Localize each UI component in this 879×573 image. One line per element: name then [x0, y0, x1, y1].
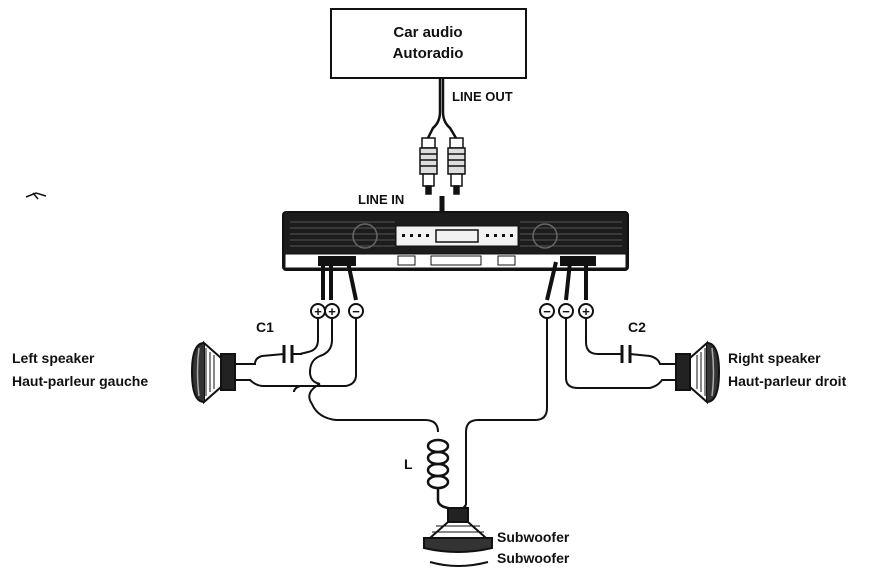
left-speaker-label-2: Haut-parleur gauche [12, 373, 148, 389]
terminal-right-neg-b: − [558, 303, 574, 319]
svg-text:+: + [582, 304, 590, 319]
c1-label: C1 [256, 319, 274, 335]
right-speaker-label-1: Right speaker [728, 350, 821, 366]
terminal-left-neg: − [348, 303, 364, 319]
line-in-label: LINE IN [358, 192, 404, 207]
right-speaker [675, 340, 721, 405]
inductor-label: L [404, 456, 413, 472]
subwoofer-label-1: Subwoofer [497, 529, 570, 545]
left-speaker [190, 340, 236, 405]
head-unit-box [330, 8, 527, 79]
terminal-right-pos: + [578, 303, 594, 319]
svg-text:−: − [562, 304, 570, 319]
c2-label: C2 [628, 319, 646, 335]
head-unit-label-1: Car audio [393, 24, 462, 41]
right-speaker-label-2: Haut-parleur droit [728, 373, 847, 389]
svg-text:−: − [352, 304, 360, 319]
left-speaker-label-1: Left speaker [12, 350, 95, 366]
capacitor-c1 [282, 345, 294, 363]
terminal-markers: + + − − − + [310, 303, 594, 319]
capacitor-c2 [620, 345, 632, 363]
subwoofer-label-2: Subwoofer [497, 550, 570, 566]
stray-mark [25, 192, 47, 200]
line-out-cable [426, 78, 458, 139]
right-wiring [465, 319, 680, 505]
svg-text:+: + [314, 304, 322, 319]
terminal-left-pos-a: + [310, 303, 326, 319]
subwoofer [423, 507, 493, 567]
head-unit-label-2: Autoradio [393, 45, 464, 62]
rca-plug-right [447, 137, 466, 195]
svg-text:+: + [328, 304, 336, 319]
left-wiring [234, 319, 439, 433]
amp-output-wires [321, 261, 588, 301]
terminal-left-pos-b: + [324, 303, 340, 319]
amplifier [282, 211, 629, 271]
inductor-l [426, 438, 467, 512]
svg-text:−: − [543, 304, 551, 319]
line-out-label: LINE OUT [452, 89, 513, 104]
terminal-right-neg-a: − [539, 303, 555, 319]
rca-plug-left [419, 137, 438, 195]
